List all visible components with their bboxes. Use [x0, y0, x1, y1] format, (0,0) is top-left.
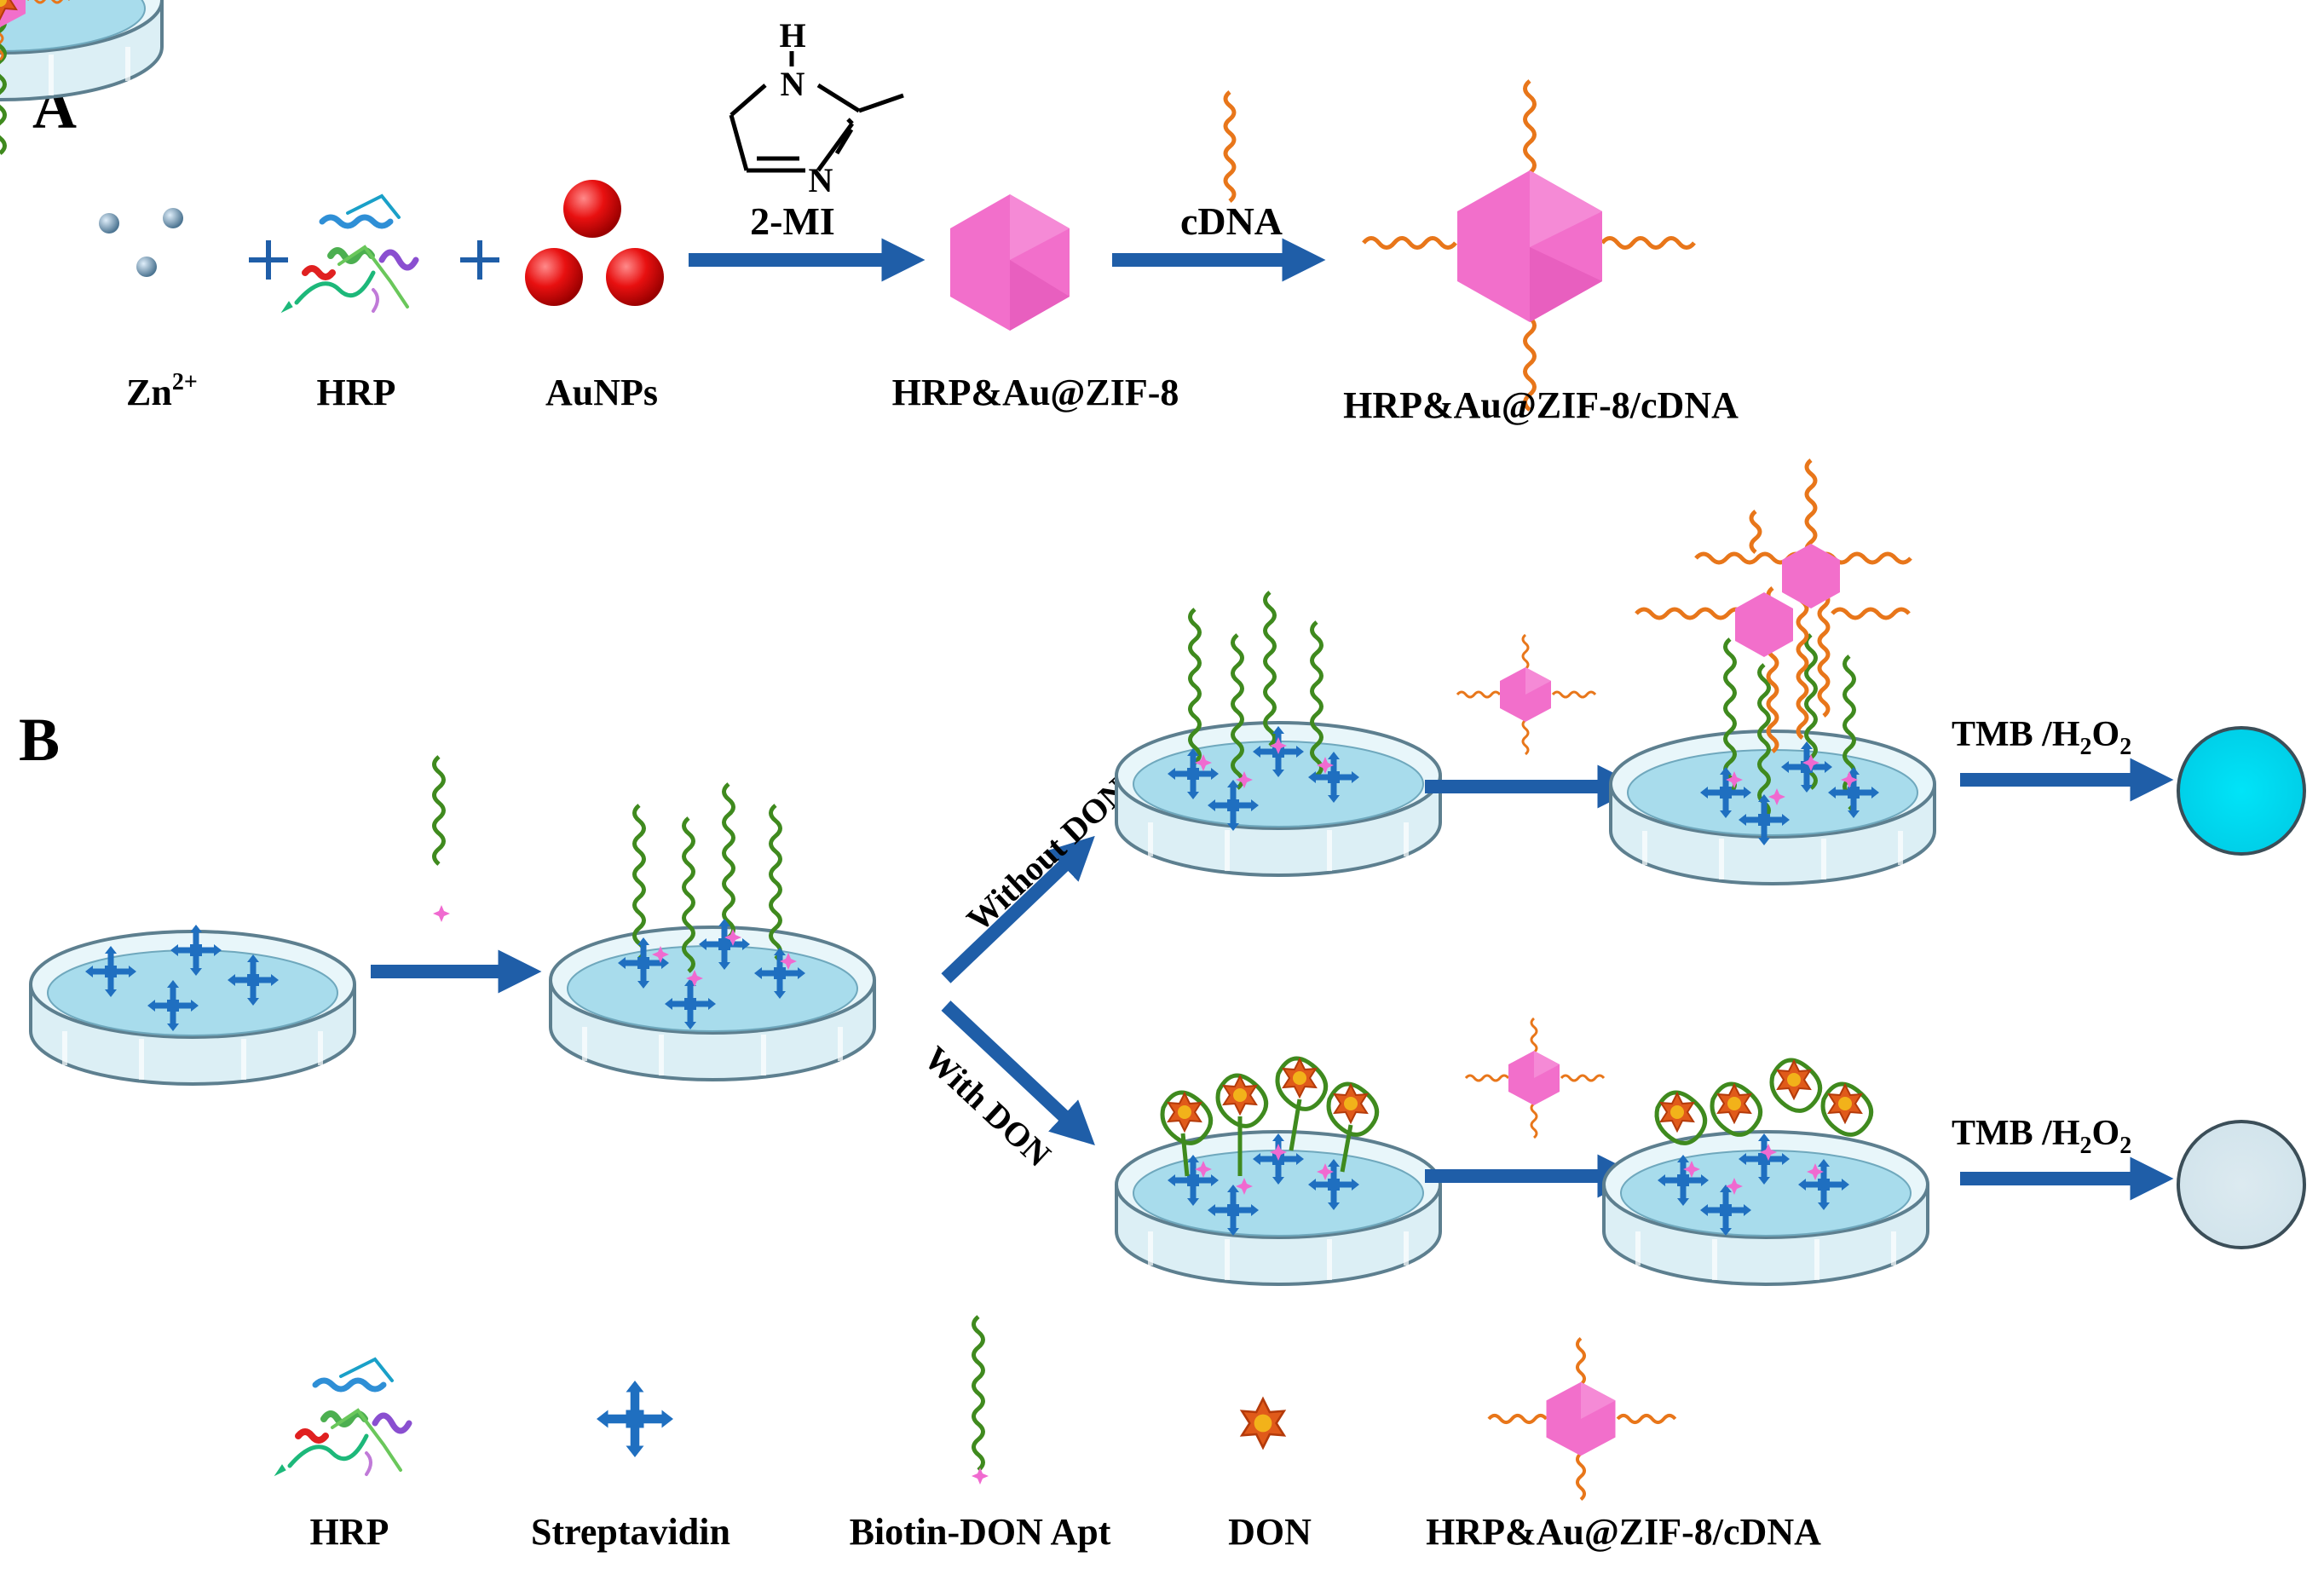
- aptamer-strand-icon: [432, 755, 450, 922]
- final-probe-label: HRP&Au@ZIF-8/cDNA: [1343, 384, 1739, 426]
- legend-hrp-icon: [275, 1359, 409, 1475]
- legend-streptavidin-label: Streptavidin: [531, 1511, 730, 1553]
- aunps-label: AuNPs: [545, 372, 658, 413]
- legend-streptavidin-icon: [597, 1381, 673, 1457]
- legend-don-icon: [1241, 1398, 1285, 1449]
- probe-small-icon: [1464, 1017, 1606, 1139]
- tmb-bottom-label: TMB /H2O2: [1952, 1114, 2131, 1159]
- legend-aptamer-label: Biotin-DON Apt: [850, 1511, 1111, 1553]
- tmb-top-label: TMB /H2O2: [1952, 715, 2131, 760]
- legend-probe-label: HRP&Au@ZIF-8/cDNA: [1426, 1511, 1821, 1553]
- aunps-icon: [525, 180, 664, 306]
- zn-label: Zn2+: [126, 369, 198, 413]
- legend-aptamer-icon: [972, 1315, 989, 1485]
- probe-large-icon: [1362, 79, 1696, 412]
- plus-icon: [249, 240, 288, 280]
- dish-streptavidin: [31, 925, 355, 1084]
- dish-with-don: [1116, 1056, 1440, 1284]
- legend-hrp-label: HRP: [310, 1511, 389, 1553]
- dish-no-probe: [1604, 1058, 1928, 1284]
- mol-n2-label: N: [809, 161, 833, 199]
- probe-small-icon: [1456, 633, 1597, 756]
- legend-probe-icon: [1489, 1339, 1675, 1500]
- result-blue-well: [2177, 726, 2306, 856]
- plus-icon: [460, 240, 499, 280]
- cdna-label: cDNA: [1180, 199, 1283, 243]
- dish-aptamer: [551, 784, 874, 1080]
- product-label: HRP&Au@ZIF-8: [892, 372, 1179, 413]
- with-don-label: With DON: [917, 1039, 1058, 1174]
- 2-mi-molecule-icon: [729, 51, 904, 173]
- arrow-with-don: [941, 1000, 1095, 1146]
- hrp-label: HRP: [317, 372, 396, 413]
- zif-8-hexagon-icon: [950, 194, 1070, 331]
- mol-h-label: H: [779, 16, 805, 55]
- mol-n1-label: N: [781, 65, 805, 103]
- dish-probe-bound: [1611, 458, 1935, 884]
- 2-mi-label: 2-MI: [750, 199, 835, 243]
- result-pale-well: [2177, 1120, 2306, 1249]
- cdna-strand-icon: [1223, 90, 1237, 203]
- legend-don-label: DON: [1228, 1511, 1312, 1553]
- zn-ions-icon: [99, 208, 183, 277]
- without-don-label: Without DON: [959, 771, 1135, 939]
- dish-without-don: [1116, 592, 1440, 875]
- arrow-without-don: [941, 835, 1095, 983]
- panel-b-label: B: [19, 706, 60, 774]
